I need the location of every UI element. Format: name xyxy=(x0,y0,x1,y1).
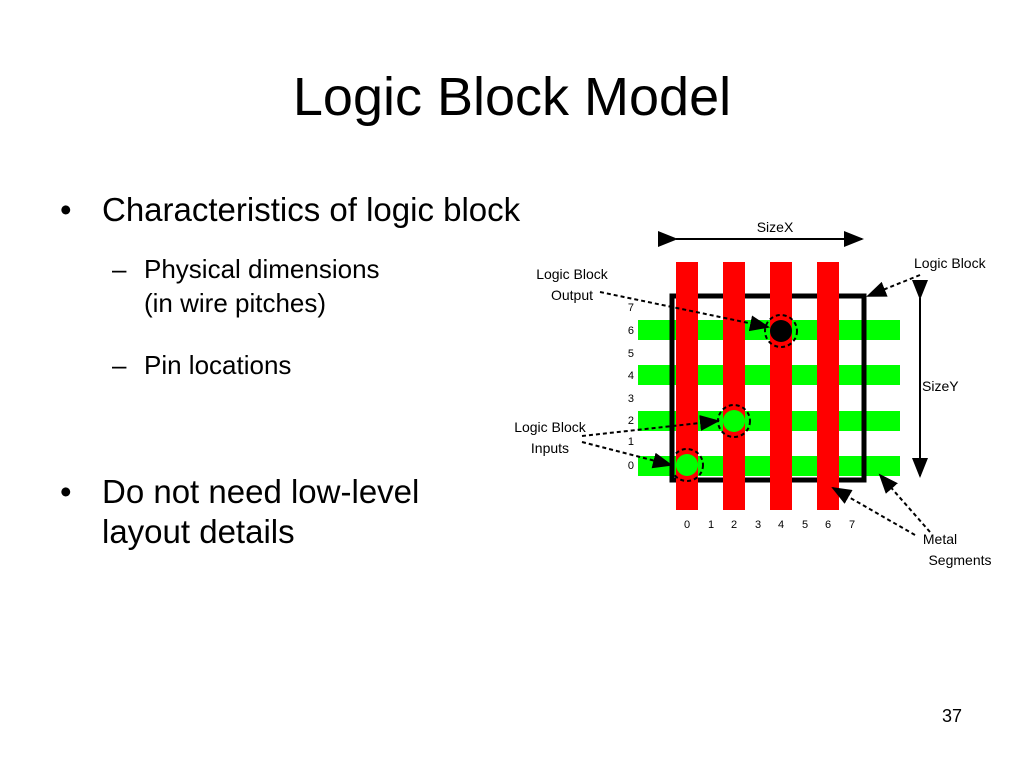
vertical-wire xyxy=(723,262,745,510)
y-tick-label: 7 xyxy=(628,302,634,314)
bullet-marker: • xyxy=(60,473,72,510)
x-tick-label: 5 xyxy=(802,519,808,531)
y-tick-label: 0 xyxy=(628,460,634,472)
output-pin xyxy=(770,320,792,342)
bullet-text: Do not need low-level xyxy=(102,473,420,510)
logic-block-pointer xyxy=(866,274,921,297)
inputs-label: Logic Block xyxy=(514,419,587,435)
bullet-item: • Characteristics of logic block xyxy=(60,190,520,230)
output-label: Output xyxy=(551,287,593,303)
y-tick-label: 2 xyxy=(628,415,634,427)
x-tick-label: 7 xyxy=(849,519,855,531)
input-pin xyxy=(676,454,698,476)
metal-segments-label: Segments xyxy=(928,552,991,568)
sub-bullet-item: – Physical dimensions (in wire pitches) xyxy=(60,252,380,320)
sub-bullet-text: Physical dimensions xyxy=(144,254,380,284)
bullet-text: layout details xyxy=(102,513,295,550)
x-tick-label: 1 xyxy=(708,519,714,531)
x-tick-label: 4 xyxy=(778,519,784,531)
slide-title: Logic Block Model xyxy=(292,67,732,127)
metal-segments-pointer xyxy=(831,487,916,536)
input-pointer xyxy=(581,441,673,469)
x-tick-label: 6 xyxy=(825,519,831,531)
logic-block-outline xyxy=(669,293,867,483)
diagram-canvas: SizeX SizeY Logic Block Logic Block Outp… xyxy=(514,219,991,568)
vertical-wire xyxy=(817,262,839,510)
sub-bullet-item: – Pin locations xyxy=(60,348,291,382)
x-tick-label: 2 xyxy=(731,519,737,531)
logic-block-label: Logic Block xyxy=(914,255,987,271)
vertical-wire xyxy=(770,262,792,510)
y-tick-label: 3 xyxy=(628,393,634,405)
sub-bullet-marker: – xyxy=(112,350,127,380)
size-x-label: SizeX xyxy=(757,219,794,235)
output-pointer xyxy=(599,291,770,332)
x-tick-label: 3 xyxy=(755,519,761,531)
sub-bullet-marker: – xyxy=(112,254,127,284)
bullet-text: Characteristics of logic block xyxy=(102,191,521,228)
sub-bullet-text: (in wire pitches) xyxy=(144,288,327,318)
metal-segments-label: Metal xyxy=(923,531,957,547)
slide-number: 37 xyxy=(941,706,962,726)
input-pin xyxy=(723,410,745,432)
y-tick-labels: 7 6 5 4 3 2 1 0 xyxy=(628,302,634,472)
output-label: Logic Block xyxy=(536,266,609,282)
bullet-item: • Do not need low-level layout details xyxy=(60,472,419,552)
x-tick-label: 0 xyxy=(684,519,690,531)
y-tick-label: 6 xyxy=(628,325,634,337)
y-tick-label: 5 xyxy=(628,348,634,360)
y-tick-label: 1 xyxy=(628,436,634,448)
size-y-label: SizeY xyxy=(922,378,959,394)
x-tick-labels: 0 1 2 3 4 5 6 7 xyxy=(684,519,855,531)
input-pointer xyxy=(581,415,720,437)
logic-block-diagram: SizeX SizeY Logic Block Logic Block Outp… xyxy=(490,210,1020,605)
vertical-wire xyxy=(676,262,698,510)
bullet-marker: • xyxy=(60,191,72,228)
metal-segments-pointer xyxy=(878,473,931,533)
inputs-label: Inputs xyxy=(531,440,569,456)
sub-bullet-text: Pin locations xyxy=(144,350,292,380)
y-tick-label: 4 xyxy=(628,370,634,382)
